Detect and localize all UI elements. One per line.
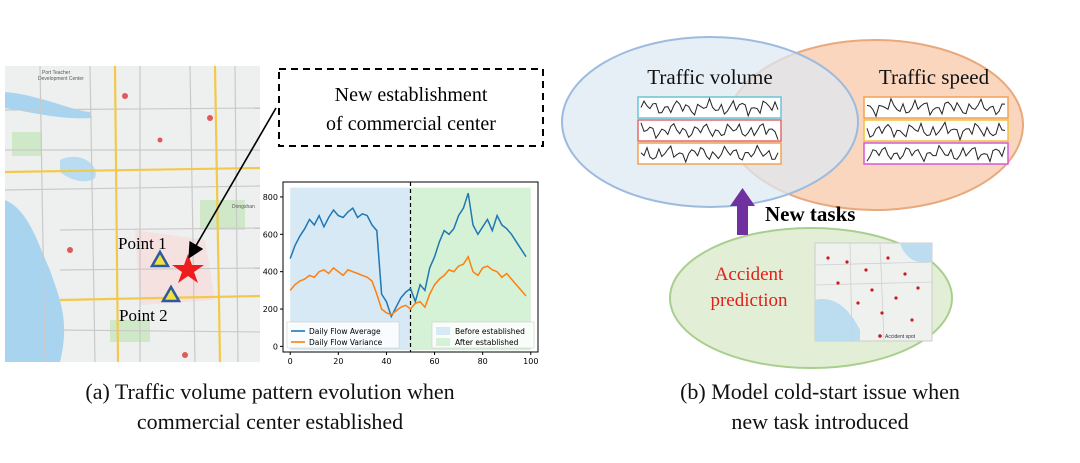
accident-map-thumbnail: Accident spot [814, 242, 933, 342]
speed-signal-2-trace [866, 121, 1006, 142]
accident-label-line1: Accident [715, 264, 784, 285]
speed-signal-3-frame [863, 142, 1009, 165]
volume-signal-1-frame [637, 96, 782, 119]
x-tick-label: 40 [381, 357, 391, 366]
speed-signal-3-trace [866, 144, 1006, 164]
legend-swatch [436, 338, 450, 346]
new-tasks-label: New tasks [765, 202, 855, 226]
caption-a-line2: commercial center established [136, 409, 404, 434]
legend-label: After established [455, 338, 519, 347]
x-tick-label: 80 [478, 357, 488, 366]
series-legend [286, 321, 400, 349]
accident-map-legend: Accident spot [885, 334, 916, 340]
speed-signal-1-trace [866, 97, 1006, 118]
callout-arrow [188, 107, 277, 259]
traffic-volume-label: Traffic volume [647, 65, 772, 89]
legend-label: Before established [455, 327, 525, 336]
y-tick-label: 0 [273, 342, 278, 351]
caption-panel-a: (a) Traffic volume pattern evolution whe… [20, 377, 520, 437]
volume-signal-3-trace [640, 144, 779, 164]
city-map: Port Teacher Development Center Dongshan… [4, 65, 261, 363]
point2-label: Point 2 [119, 306, 168, 325]
map-label: Development Center [38, 76, 84, 82]
y-tick-label: 400 [263, 268, 278, 277]
caption-a-line1: (a) Traffic volume pattern evolution whe… [85, 379, 455, 404]
traffic-speed-label: Traffic speed [879, 65, 990, 89]
series-line-daily-flow-average [289, 192, 527, 319]
x-tick-label: 20 [333, 357, 343, 366]
new-tasks-arrow-shaft [737, 205, 748, 235]
y-tick-label: 800 [263, 193, 278, 202]
legend-swatch [436, 327, 450, 335]
volume-signal-2-trace [640, 122, 779, 140]
y-tick-label: 200 [263, 305, 278, 314]
plot-frame [282, 181, 539, 353]
y-tick-label: 600 [263, 230, 278, 239]
map-label: Port Teacher [42, 70, 71, 76]
caption-panel-b: (b) Model cold-start issue when new task… [570, 377, 1070, 437]
legend-label: Daily Flow Variance [309, 338, 383, 347]
volume-signal-3-frame [637, 142, 782, 165]
map-label: Dongshan [232, 204, 255, 210]
commercial-center-star-icon [172, 254, 204, 283]
x-tick-label: 60 [429, 357, 439, 366]
point2-triangle-icon [160, 284, 182, 303]
signal-thumbnails [637, 96, 1009, 165]
x-tick-label: 100 [523, 357, 538, 366]
caption-b-line2: new task introduced [731, 409, 909, 434]
point1-label: Point 1 [118, 234, 167, 253]
caption-b-line1: (b) Model cold-start issue when [680, 379, 960, 404]
accident-label-line2: prediction [710, 290, 788, 311]
legend-label: Daily Flow Average [309, 327, 381, 336]
point1-triangle-icon [149, 249, 171, 268]
establishment-line2: of commercial center [326, 113, 496, 135]
x-tick-label: 0 [288, 357, 293, 366]
establishment-callout-box [278, 68, 544, 147]
volume-signal-1-trace [640, 97, 779, 118]
new-tasks-arrow-head [730, 188, 755, 206]
speed-signal-2-frame [863, 119, 1009, 142]
series-line-daily-flow-variance [289, 254, 527, 316]
establishment-line1: New establishment [335, 84, 488, 106]
